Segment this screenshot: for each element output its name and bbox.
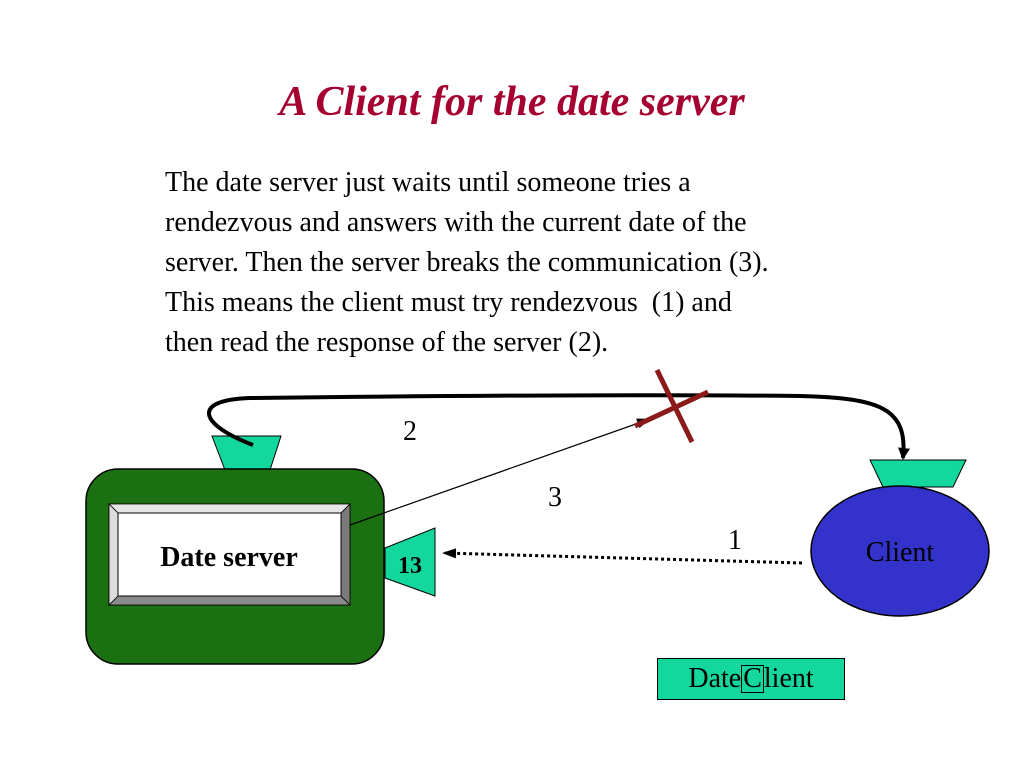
dateclient-label-start: Date xyxy=(688,663,742,694)
step-label-1: 1 xyxy=(728,525,742,556)
description-paragraph: The date server just waits until someone… xyxy=(165,163,925,363)
description-line: The date server just waits until someone… xyxy=(165,167,691,198)
client-node xyxy=(810,485,990,617)
description-line: server. Then the server breaks the commu… xyxy=(165,247,769,278)
broken-link-cross-icon xyxy=(633,368,710,444)
response-arrow xyxy=(207,393,910,460)
port-number-label: 13 xyxy=(398,553,422,579)
port-socket xyxy=(384,527,436,597)
description-line: This means the client must try rendezvou… xyxy=(165,287,732,318)
break-arrow xyxy=(349,418,651,526)
dateclient-label-end: lient xyxy=(763,663,814,694)
date-server-label: Date server xyxy=(160,542,298,573)
dateclient-label-glyph: C xyxy=(741,663,764,694)
description-line: rendezvous and answers with the current … xyxy=(165,207,747,238)
request-arrow xyxy=(442,548,803,565)
date-server-panel xyxy=(108,503,351,606)
slide-title: A Client for the date server xyxy=(279,79,745,125)
step-label-2: 2 xyxy=(403,416,417,447)
client-label: Client xyxy=(866,537,935,568)
step-label-3: 3 xyxy=(548,482,562,513)
description-line: then read the response of the server (2)… xyxy=(165,327,609,358)
client-socket xyxy=(869,459,967,488)
